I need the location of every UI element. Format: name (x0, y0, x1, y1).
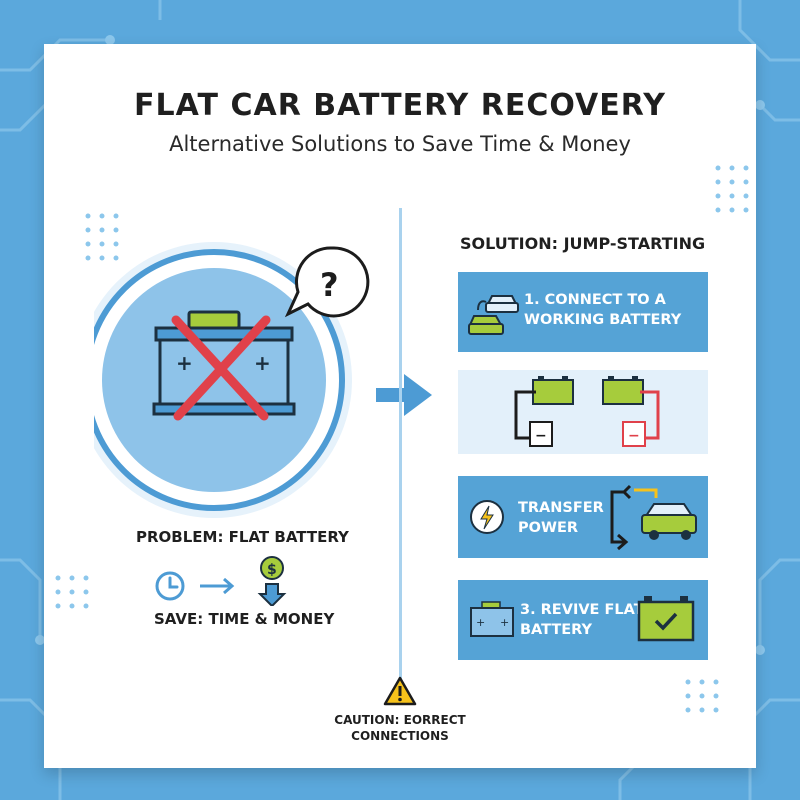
time-to-money-icons: $ (155, 556, 287, 606)
warning-icon (383, 676, 417, 706)
svg-text:−: − (535, 428, 547, 444)
svg-text:−: − (628, 428, 640, 444)
svg-text:+: + (176, 351, 193, 375)
dollar-coin-icon: $ (257, 556, 287, 606)
dot-grid-bottom-right (685, 679, 719, 713)
step-connect: 1. CONNECT TO A WORKING BATTERY (458, 272, 708, 352)
lightning-icon (470, 500, 504, 534)
flat-battery-illustration: + + ? (94, 242, 370, 518)
question-mark: ? (320, 266, 339, 304)
arrow-right-small-icon (200, 577, 235, 595)
step-3-line-1: 3. REVIVE FLAT (520, 602, 644, 618)
problem-label: PROBLEM: FLAT BATTERY (136, 528, 349, 546)
caution-line-2: CONNECTIONS (351, 729, 449, 743)
caution-note: CAUTION: EORRECT CONNECTIONS (322, 676, 478, 744)
power-to-car-icon (610, 484, 697, 551)
step-1-line-2: WORKING BATTERY (524, 312, 682, 328)
red-cross-icon (171, 315, 271, 421)
infographic-card: FLAT CAR BATTERY RECOVERY Alternative So… (44, 44, 756, 768)
step-1-line-1: 1. CONNECT TO A (524, 292, 666, 308)
step-2-line-1: TRANSFER (518, 500, 604, 516)
page-subtitle: Alternative Solutions to Save Time & Mon… (169, 132, 631, 156)
two-cars-icon (468, 295, 519, 335)
arrow-right-icon (376, 374, 432, 416)
svg-text:+: + (254, 351, 271, 375)
step-transfer: TRANSFER POWER (458, 476, 708, 558)
step-2-line-2: POWER (518, 520, 579, 536)
svg-text:+: + (476, 616, 485, 629)
save-label: SAVE: TIME & MONEY (154, 610, 335, 628)
charged-battery-icon (637, 596, 695, 642)
dot-grid-top-left (85, 213, 119, 261)
svg-text:$: $ (267, 562, 277, 578)
section-divider (399, 208, 402, 694)
small-battery-icon: + + (470, 601, 514, 637)
step-3-line-2: BATTERY (520, 622, 593, 638)
step-cables: − − (458, 370, 708, 454)
caution-line-1: CAUTION: EORRECT (334, 713, 466, 727)
page-title: FLAT CAR BATTERY RECOVERY (134, 88, 666, 123)
clock-icon (155, 571, 185, 601)
speech-bubble-icon (284, 246, 370, 318)
solution-title: SOLUTION: JUMP-STARTING (460, 234, 706, 253)
svg-text:+: + (500, 616, 509, 629)
dot-grid-bottom-left (55, 575, 89, 609)
jumper-cables-icon: − − (514, 376, 660, 447)
dot-grid-top-right (715, 165, 749, 213)
step-revive: + + 3. REVIVE FLAT BATTERY (458, 580, 708, 660)
